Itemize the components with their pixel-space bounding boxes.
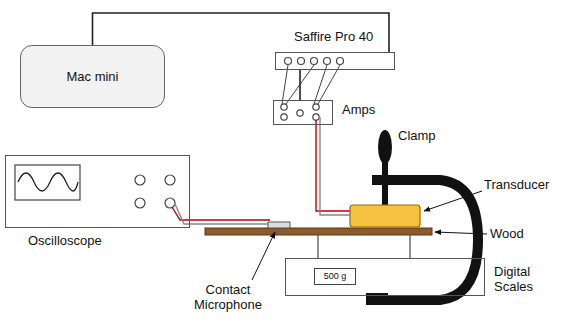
- jack: [313, 114, 319, 120]
- scope-knobs: [135, 175, 175, 208]
- jack: [298, 58, 305, 65]
- clamp-screw: [382, 160, 388, 206]
- jack: [313, 104, 319, 110]
- scales-display: 500 g: [314, 268, 356, 285]
- cable: [282, 65, 288, 104]
- amplifier-box: Amps: [273, 100, 333, 125]
- part-label: Amps: [342, 102, 392, 117]
- computer-box: Mac mini: [20, 45, 165, 108]
- transducer: [350, 205, 420, 227]
- knob: [135, 175, 145, 185]
- leader-line: [424, 191, 482, 211]
- part-label: Oscilloscope: [28, 233, 128, 248]
- label-holder: Transducer: [484, 177, 562, 192]
- part-label: Digital Scales: [494, 264, 556, 294]
- cable: [314, 65, 327, 104]
- contact-microphone: [268, 222, 290, 228]
- knob: [165, 198, 175, 208]
- cable-connector: [299, 70, 301, 100]
- box-label: Mac mini: [66, 69, 118, 84]
- jack: [311, 58, 318, 65]
- knob: [135, 198, 145, 208]
- part-label: Wood: [490, 226, 550, 241]
- part-label: Saffire Pro 40: [294, 29, 394, 44]
- scope-screen: [15, 165, 80, 200]
- jack: [285, 58, 292, 65]
- signal-wire: [172, 207, 270, 220]
- jacks: [285, 58, 344, 65]
- cable: [286, 65, 314, 104]
- leader-line: [252, 232, 275, 280]
- sine-wave: [18, 173, 78, 191]
- box-label: 500 g: [324, 271, 347, 282]
- jack: [337, 58, 344, 65]
- wood-plank: [205, 228, 432, 235]
- ground-wire: [175, 204, 268, 224]
- label-holder: Wood: [490, 226, 550, 241]
- label-holder: Contact Microphone: [178, 282, 278, 312]
- ground-wire: [320, 117, 350, 215]
- cables: [282, 65, 340, 104]
- jack: [297, 110, 303, 116]
- clamp-handle: [378, 130, 392, 164]
- cable: [318, 65, 340, 104]
- leader-line: [435, 232, 487, 234]
- jack: [324, 58, 331, 65]
- part-label: Contact Microphone: [178, 282, 278, 312]
- signal-wire: [316, 120, 350, 211]
- part-label: Transducer: [484, 177, 562, 192]
- clamp-jaw: [366, 293, 388, 305]
- oscilloscope-box: Oscilloscope: [5, 155, 190, 228]
- knob: [165, 175, 175, 185]
- amp-jacks: [281, 104, 319, 120]
- label-holder: Clamp: [398, 128, 458, 143]
- stand-leg: [317, 235, 318, 258]
- part-label: Clamp: [398, 128, 458, 143]
- jack: [281, 104, 287, 110]
- jack: [281, 114, 287, 120]
- scales-box: Digital Scales500 g: [285, 258, 485, 296]
- stand-leg: [409, 235, 410, 258]
- audio-interface-box: Saffire Pro 40: [275, 52, 395, 70]
